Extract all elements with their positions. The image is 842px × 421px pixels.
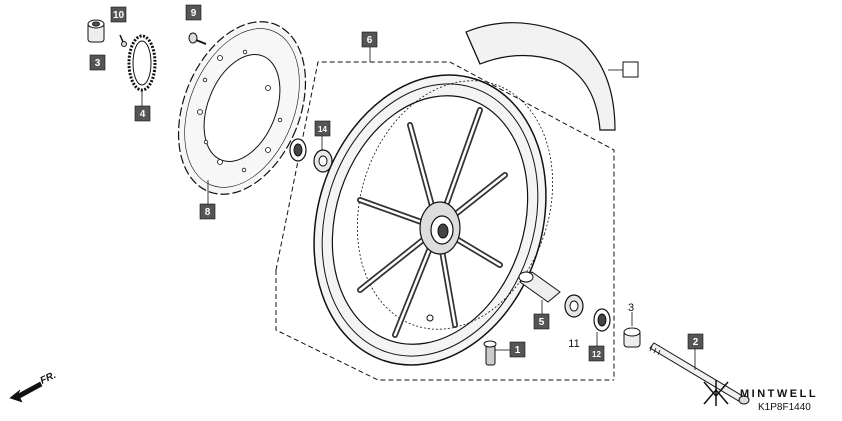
mintwell-logo-mark xyxy=(703,380,729,406)
callout-8: 8 xyxy=(199,203,216,220)
bearing-11 xyxy=(564,294,584,318)
front-direction-label: FR. xyxy=(39,370,58,387)
front-direction-arrow xyxy=(9,381,43,403)
callout-4: 4 xyxy=(134,105,151,122)
axle-2 xyxy=(649,342,750,405)
svg-text:10: 10 xyxy=(113,10,125,21)
dust-seal xyxy=(289,138,307,162)
seal-12 xyxy=(593,308,611,346)
svg-text:1: 1 xyxy=(515,345,521,356)
assembly-outline xyxy=(275,61,615,381)
callout-5: 5 xyxy=(533,313,550,330)
callout-3-left: 3 xyxy=(89,54,106,71)
callout-14: 14 xyxy=(314,120,331,137)
callout-12: 12 xyxy=(588,345,605,362)
spacer-5 xyxy=(518,271,561,314)
brake-disc-8 xyxy=(177,21,307,204)
bolt-10 xyxy=(119,34,127,47)
callout-6: 6 xyxy=(361,31,378,48)
diagram-code: K1P8F1440 xyxy=(758,402,811,413)
label-11: 11 xyxy=(568,338,579,350)
collar-3-right xyxy=(623,312,641,348)
callout-1: 1 xyxy=(509,341,526,358)
svg-text:3: 3 xyxy=(95,58,101,69)
collar-3-left xyxy=(87,19,105,43)
svg-text:8: 8 xyxy=(205,207,211,218)
tire xyxy=(465,22,639,131)
label-3-right: 3 xyxy=(628,302,634,314)
pulser-ring-4 xyxy=(127,34,157,106)
svg-text:5: 5 xyxy=(539,317,545,328)
svg-text:12: 12 xyxy=(592,350,601,359)
svg-text:4: 4 xyxy=(140,109,146,120)
svg-text:14: 14 xyxy=(318,125,327,134)
bolt-9 xyxy=(188,32,207,45)
svg-text:6: 6 xyxy=(367,35,373,46)
bearing-14 xyxy=(313,136,333,173)
svg-text:9: 9 xyxy=(191,8,197,19)
valve-1 xyxy=(483,340,510,366)
wheel-6 xyxy=(313,40,554,366)
callout-9: 9 xyxy=(185,4,202,21)
svg-text:2: 2 xyxy=(693,337,699,348)
callout-10: 10 xyxy=(110,6,127,23)
callout-2: 2 xyxy=(687,333,704,350)
brand-watermark: MINTWELL xyxy=(740,388,818,400)
